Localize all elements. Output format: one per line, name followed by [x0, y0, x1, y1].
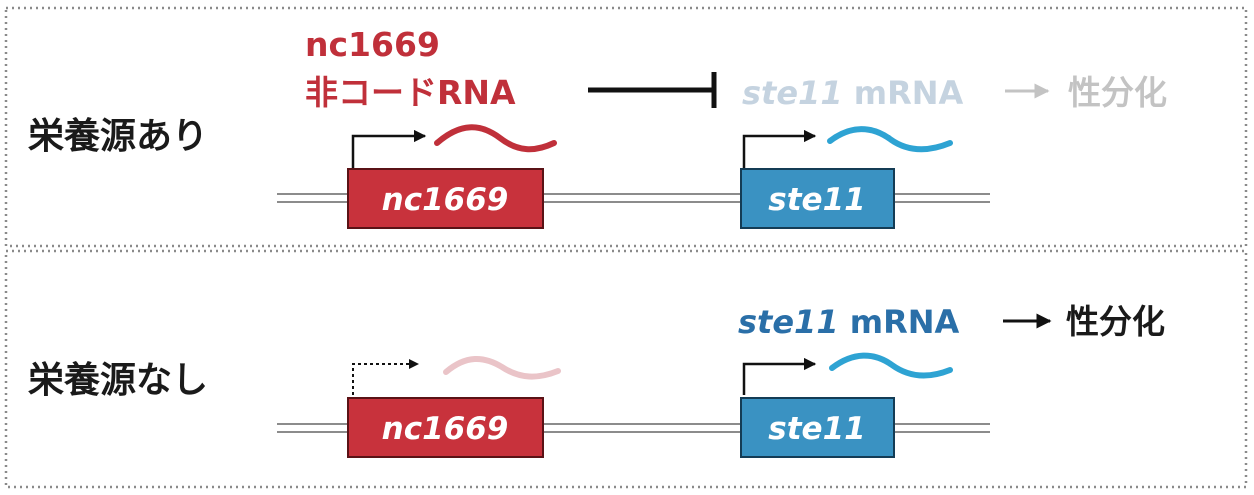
gene-label-nc1669-bottom: nc1669 [382, 411, 509, 447]
promoter-arrow-nc1669 [351, 129, 427, 168]
nc1669-transcript-faint-wave [443, 355, 561, 380]
panel-border-bottom [4, 249, 1248, 489]
ste11-transcript-wave [827, 126, 953, 153]
promoter-arrow-ste11-active [742, 357, 817, 395]
gene-box-ste11 [740, 168, 895, 229]
gene-box-ste11-bottom [740, 397, 895, 458]
gene-label-ste11-bottom: ste11 [768, 411, 865, 447]
gene-box-nc1669-bottom [347, 397, 544, 458]
nc-rna-label-line2: 非コードRNA [305, 73, 516, 112]
inhibition-arrow [588, 72, 717, 108]
gene-label-nc1669: nc1669 [382, 182, 509, 218]
sexual-differentiation-label: 性分化 [1066, 302, 1165, 341]
ste11-transcript-wave-active [829, 352, 953, 379]
panel-nutrients-present: 栄養源あり nc1669 非コードRNA ste11 mRNA 性分化 nc16… [4, 6, 1248, 248]
condition-label-absent: 栄養源なし [28, 360, 208, 401]
promoter-arrow-nc1669-weak [352, 359, 419, 395]
panel-nutrients-absent: 栄養源なし ste11 mRNA 性分化 nc1669 ste11 [4, 249, 1248, 489]
nc1669-transcript-wave [434, 124, 557, 153]
ste11-mrna-label-active: ste11 mRNA [738, 303, 959, 341]
gene-box-nc1669 [347, 168, 544, 229]
gene-label-ste11: ste11 [768, 182, 865, 218]
condition-label-present: 栄養源あり [28, 116, 208, 157]
ste11-mrna-label-repressed: ste11 mRNA [742, 74, 963, 112]
sexual-differentiation-label-faint: 性分化 [1068, 73, 1167, 112]
panel-border-top [4, 6, 1248, 248]
promoter-arrow-ste11 [742, 129, 817, 168]
nc-rna-label-line1: nc1669 [305, 25, 440, 64]
